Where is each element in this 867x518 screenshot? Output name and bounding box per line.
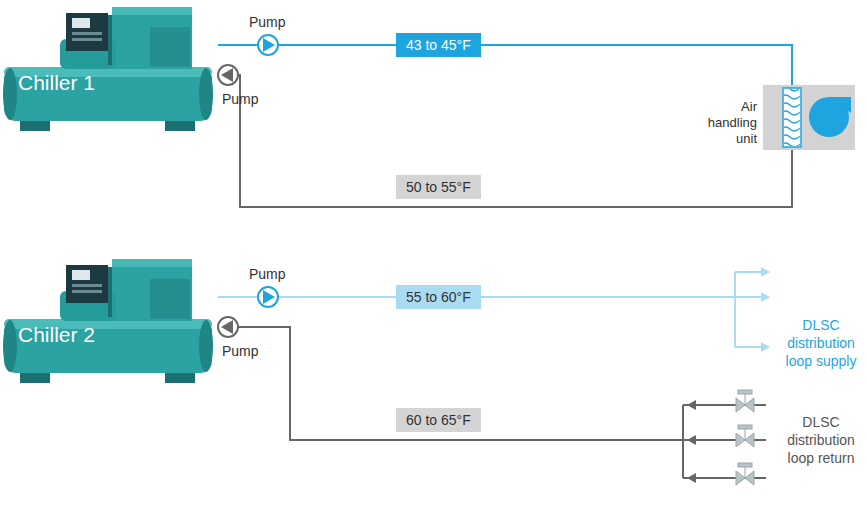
temperature-tag: 43 to 45°F: [396, 33, 481, 57]
chiller-unit: Chiller 1: [0, 5, 218, 133]
loop-name: DLSC distribution loop return: [778, 413, 864, 467]
temperature-tag: 55 to 60°F: [396, 285, 481, 309]
loop-name: DLSC distribution loop supply: [778, 316, 864, 370]
temperature-tag: 60 to 65°F: [396, 408, 481, 432]
supply-pump-symbol: [258, 287, 278, 307]
chiller-name: Chiller 1: [18, 71, 95, 95]
pump-label: Pump: [249, 14, 286, 30]
return-pump-symbol: [218, 65, 238, 85]
coil-and-fan-symbol: [763, 85, 855, 150]
loop-label: DLSC distribution loop supply: [778, 316, 864, 370]
air-handling-unit: Air handling unit: [763, 85, 855, 150]
pipe-connector: [218, 75, 792, 207]
chiller-illustration: [0, 257, 218, 385]
pipe-connector: [218, 45, 792, 85]
pump-label: Pump: [249, 266, 286, 282]
pump-label: Pump: [222, 343, 259, 359]
supply-pump-symbol: [258, 35, 278, 55]
unit-name: Air handling unit: [695, 99, 757, 147]
chiller-name: Chiller 2: [18, 323, 95, 347]
loop-label: DLSC distribution loop return: [778, 413, 864, 467]
return-pump-symbol: [218, 317, 238, 337]
pump-label: Pump: [222, 91, 259, 107]
control-valve-symbol: [736, 390, 754, 485]
chiller-illustration: [0, 5, 218, 133]
pipe-connector: [218, 327, 766, 483]
chiller-unit: Chiller 2: [0, 257, 218, 385]
temperature-tag: 50 to 55°F: [396, 175, 481, 199]
pipe-connector: [218, 267, 770, 352]
